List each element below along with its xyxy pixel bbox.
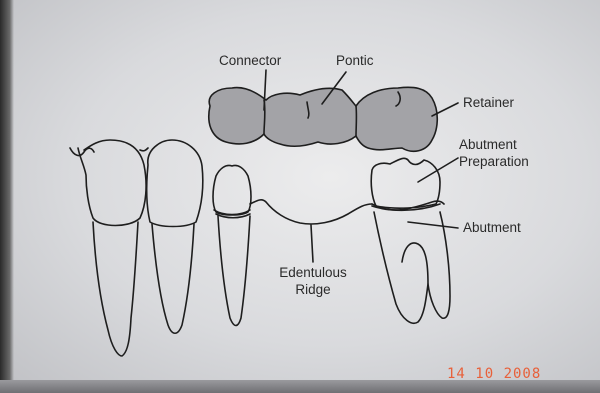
label-edentulous-ridge-line-2: Ridge bbox=[277, 281, 349, 298]
label-retainer: Retainer bbox=[463, 94, 514, 111]
tooth-4-preparation bbox=[371, 158, 440, 208]
tooth-1-root bbox=[93, 222, 138, 356]
camera-date-stamp: 14 10 2008 bbox=[447, 366, 541, 382]
label-edentulous-ridge-line-1: Edentulous bbox=[277, 264, 349, 281]
tooth-3-root bbox=[218, 216, 250, 326]
leader-abutment bbox=[408, 222, 458, 228]
leader-abutment-prep bbox=[418, 158, 458, 182]
label-connector: Connector bbox=[219, 52, 281, 69]
label-abutment-preparation: Abutment Preparation bbox=[459, 136, 529, 170]
label-edentulous-ridge: Edentulous Ridge bbox=[277, 264, 349, 298]
label-pontic: Pontic bbox=[336, 52, 374, 69]
tooth-2-crown bbox=[147, 140, 203, 227]
tooth-1-crown bbox=[78, 140, 146, 226]
label-abutment-preparation-line-1: Abutment bbox=[459, 136, 529, 153]
tooth-4-furcation bbox=[402, 243, 428, 284]
tooth-3-crown bbox=[213, 165, 251, 215]
tooth-4-root bbox=[374, 212, 450, 323]
edentulous-ridge-line bbox=[250, 200, 372, 224]
leader-edentulous-ridge bbox=[311, 225, 313, 262]
bridge-prosthesis bbox=[209, 87, 437, 151]
label-abutment: Abutment bbox=[463, 219, 521, 236]
tooth-2-root bbox=[152, 224, 194, 333]
label-abutment-preparation-line-2: Preparation bbox=[459, 153, 529, 170]
